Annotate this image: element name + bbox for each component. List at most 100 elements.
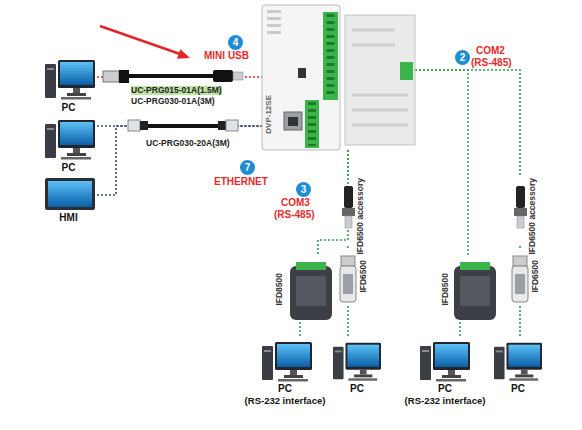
port-label: COM3 [281,197,310,208]
rj45-boot [140,121,148,130]
ethernet-cable [148,124,218,128]
device-label: IFD8500 [441,273,450,306]
converter-panel [296,276,326,306]
device-label: PC [40,162,97,173]
module-slot [352,109,408,112]
accessory-body [344,186,353,208]
usb-stick-plug [341,256,355,266]
ethernet-port [284,112,302,130]
converter-terminal [460,262,490,270]
mini-usb-port [298,68,306,78]
pc-icon [45,120,95,160]
module-slot [352,44,395,47]
usb-stick-plug [513,256,527,266]
cable-line [318,150,348,255]
callout-number: 4 [228,35,243,50]
cable-line [347,150,349,176]
usb-plug-boot [119,70,129,83]
accessory-node: IFD6500 accessory [512,176,548,246]
terminal-block [323,12,338,100]
port-label: MINI USB [204,50,249,61]
device-label: DVP-12SE [265,95,274,134]
cable-line [519,306,521,336]
cable-line [347,306,349,336]
pc-node: PC [493,336,543,398]
converter-node: IFD8500 [272,255,336,322]
converter-terminal [296,262,326,270]
accessory-collar [342,208,355,216]
cable-line [459,322,461,336]
cable-line [299,322,301,336]
device-label: IFD6500 [359,260,368,293]
plc-led [267,17,281,20]
pc-icon [494,343,542,381]
plc-node: DVP-12SE [262,5,415,150]
usb-stick-body [512,266,528,302]
device-label: PC [493,383,543,394]
accessory-node: IFD6500 accessory [340,176,370,246]
terminal-screws [308,102,316,146]
pc-icon [333,343,381,381]
callout-number: 2 [455,50,470,65]
converter-body [454,266,496,320]
hmi-screen [48,181,92,207]
pc-node: PC (RS-232 interface) [240,336,330,410]
accessory-pin [517,216,524,228]
pc-node: PC(RS-232 interface) [398,336,492,410]
terminal-screws [327,14,335,98]
device-label: PC [240,383,330,394]
plc-body [262,5,340,150]
device-label: PC [398,383,492,394]
pc-node: PC [40,118,97,172]
module-slot [352,124,408,127]
callout-number: 7 [240,160,255,175]
cable-part-number: UC-PRG015-01A(1.5M) [131,86,222,95]
rj45-plug [128,120,140,131]
ethernet-socket [288,117,298,126]
cable-line [415,70,520,176]
module-slot [352,29,395,32]
converter-panel [460,276,490,306]
pointer-arrow [100,26,180,54]
cable-line [347,246,349,250]
hmi-node: HMI [40,176,97,226]
plc-led [267,31,281,34]
plc-led [267,10,281,13]
expansion-module [345,15,415,145]
hmi-body [45,178,95,210]
pc-icon [262,342,312,382]
usb-a-plug [103,71,119,82]
port-label: ETHERNET [214,176,268,187]
cable-part-number: UC-PRG030-20A(3M) [146,139,230,148]
cable-part-number: UC-PRG030-01A(3M) [131,97,215,106]
converter-body [290,266,332,320]
device-label: IFD6500 accessory [356,178,365,255]
device-label: IFD6500 [531,260,540,293]
device-label: PC [333,383,381,394]
port-label: (RS-485) [274,209,315,220]
port-label: COM2 [476,45,505,56]
converter-node: IFD8500 [438,255,502,322]
usb-stick-panel [515,274,525,294]
com2-connector [400,62,413,80]
usb-stick-panel [343,274,353,294]
accessory-body [516,186,525,208]
mini-usb-boot [213,70,233,82]
device-sublabel: (RS-232 interface) [240,396,330,406]
mini-usb-tip [233,72,243,80]
device-label: HMI [40,212,97,223]
pc-icon [420,342,470,382]
pointer-arrow-head [177,49,190,58]
cable-line [415,70,468,255]
accessory-collar [514,208,527,216]
device-label: PC [40,102,97,113]
rj45-boot [218,121,226,130]
device-label: IFD6500 accessory [528,178,537,255]
terminal-block [305,100,319,148]
plc-led [267,24,281,27]
cable-line [519,246,521,250]
usb-converter-node: IFD6500 [338,250,376,306]
pc-node: PC [333,336,381,398]
